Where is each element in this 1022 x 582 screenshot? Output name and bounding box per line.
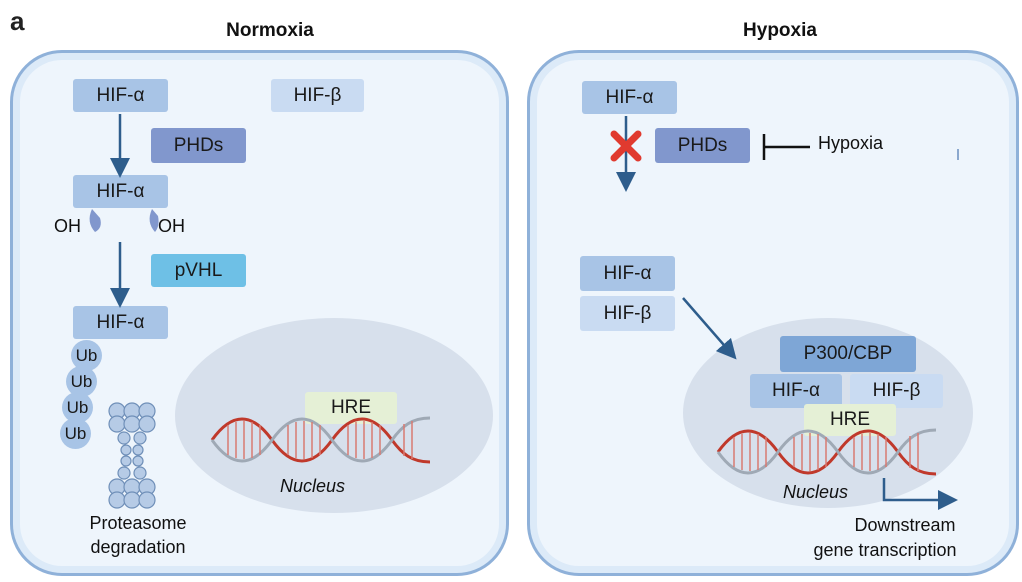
hypoxia-dna-icon (716, 428, 937, 476)
normoxia-hif-beta-box: HIF-β (271, 79, 364, 112)
oh-right-attachment (149, 209, 159, 232)
oh-left-label: OH (54, 216, 81, 236)
hypoxia-hif-alpha-box: HIF-α (582, 81, 677, 114)
hypoxia-phds-box: PHDs (655, 128, 750, 163)
normoxia-hre-box: HRE (305, 392, 397, 424)
hypoxia-nucleus-hif-alpha: HIF-α (750, 374, 842, 408)
hypoxia-nucleus-label: Nucleus (783, 482, 849, 502)
p300-cbp-box: P300/CBP (780, 336, 916, 372)
downstream-label-line2: gene transcription (813, 540, 957, 560)
normoxia-hif-alpha-ubiquitinated: HIF-α (73, 306, 168, 339)
normoxia-phds-box: PHDs (151, 128, 246, 163)
oh-right-label: OH (158, 216, 185, 236)
pvhl-box: pVHL (151, 254, 246, 287)
hypoxia-nucleus-hif-beta: HIF-β (850, 374, 943, 408)
transcription-start-arrow (882, 478, 958, 510)
block-x-icon (610, 130, 642, 162)
arrow-nuclear-translocation (682, 297, 737, 360)
hypoxia-hif-alpha-stable: HIF-α (580, 256, 675, 291)
proteasome-label-line1: Proteasome (89, 513, 187, 533)
hypoxia-title: Hypoxia (743, 20, 817, 41)
inhibition-bar-icon (762, 134, 810, 160)
normoxia-hif-alpha-box: HIF-α (73, 79, 168, 112)
hypoxia-inhibitor-label: Hypoxia (818, 133, 884, 153)
ubiquitin-4: Ub (60, 418, 91, 449)
proteasome-icon (108, 402, 156, 509)
normoxia-nucleus-label: Nucleus (280, 476, 346, 496)
hypoxia-hre-box: HRE (804, 404, 896, 436)
normoxia-title: Normoxia (226, 20, 314, 41)
normoxia-dna-icon (210, 416, 431, 464)
downstream-label-line1: Downstream (854, 515, 956, 535)
hypoxia-hif-beta-stable: HIF-β (580, 296, 675, 331)
proteasome-label-line2: degradation (90, 537, 186, 557)
panel-letter: a (10, 6, 25, 36)
oh-left-attachment (89, 209, 101, 232)
ubiquitin-3: Ub (62, 392, 93, 423)
normoxia-hif-alpha-hydroxylated: HIF-α (73, 175, 168, 208)
ubiquitin-2: Ub (66, 366, 97, 397)
ubiquitin-1: Ub (71, 340, 102, 371)
